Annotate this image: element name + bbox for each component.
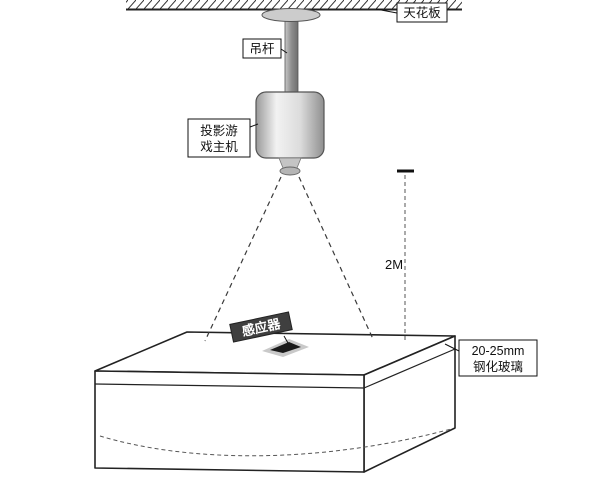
hidden-bottom-edge	[99, 428, 452, 457]
sensor-label-box	[229, 311, 293, 343]
rod-shaft	[284, 15, 299, 99]
mount-disc	[261, 8, 321, 22]
projector-neck	[278, 157, 302, 169]
ceiling-hatch	[126, 0, 462, 9]
cone-left-line	[204, 176, 282, 342]
glass-label-line2: 钢化玻璃	[473, 360, 523, 374]
mounting-rod	[261, 8, 321, 99]
rod-leader-line	[280, 48, 288, 54]
sensor-leader-line	[283, 335, 289, 344]
projector-lens	[279, 166, 301, 176]
rod-label: 吊杆	[249, 42, 275, 56]
height-dimension: 2M	[385, 169, 414, 341]
glass-leader-line	[444, 343, 460, 352]
rod-label-group: 吊杆	[242, 38, 288, 59]
glass-rim-front	[94, 383, 365, 389]
ceiling-leader-line	[375, 8, 398, 14]
projector-label-line1: 投影游	[200, 123, 238, 138]
ceiling-label: 天花板	[403, 5, 441, 20]
sensor-spot	[262, 339, 309, 357]
projector-label-line2: 戏主机	[200, 140, 238, 154]
projector-leader-line	[249, 123, 259, 128]
table-box	[94, 331, 456, 473]
sensor-label-group: 感应器	[229, 311, 293, 344]
rod-label-box	[242, 38, 282, 59]
projection-cone	[204, 176, 374, 342]
glass-label-box	[458, 339, 538, 377]
projector-label-group: 投影游 戏主机	[187, 118, 259, 158]
ceiling-label-box	[396, 2, 448, 23]
glass-label-group: 20-25mm 钢化玻璃	[444, 339, 538, 377]
glass-label-line1: 20-25mm	[472, 344, 525, 358]
projector-host	[255, 91, 325, 176]
cone-right-line	[298, 176, 374, 340]
sensor-body	[270, 342, 301, 353]
projector-body	[255, 91, 325, 159]
glass-rim-right	[363, 348, 456, 389]
projector-label-box	[187, 118, 251, 158]
table-front-face	[94, 370, 365, 473]
height-label: 2M	[385, 257, 403, 272]
ceiling-label-group: 天花板	[375, 2, 448, 23]
